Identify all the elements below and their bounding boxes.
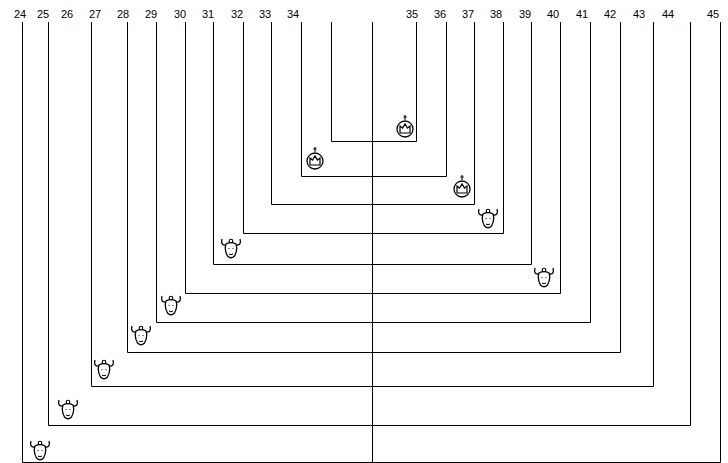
animal-symbols	[31, 115, 554, 460]
generation-number: 43	[632, 8, 646, 20]
generation-number: 38	[489, 8, 503, 20]
generation-number: 36	[433, 8, 447, 20]
generation-number: 31	[201, 8, 215, 20]
generation-number: 37	[461, 8, 475, 20]
generation-number: 42	[603, 8, 617, 20]
generation-number: 25	[36, 8, 50, 20]
generation-number: 28	[116, 8, 130, 20]
generation-number: 40	[546, 8, 560, 20]
generation-number: 27	[88, 8, 102, 20]
generation-number: 29	[144, 8, 158, 20]
generation-number: 32	[230, 8, 244, 20]
generation-number: 39	[518, 8, 532, 20]
generation-number: 41	[575, 8, 589, 20]
generation-number: 45	[706, 8, 720, 20]
generation-number: 44	[661, 8, 675, 20]
generation-number: 33	[258, 8, 272, 20]
generation-number: 34	[286, 8, 300, 20]
generation-number: 30	[173, 8, 187, 20]
generation-number: 24	[13, 8, 27, 20]
generation-number: 35	[405, 8, 419, 20]
generation-number: 26	[60, 8, 74, 20]
